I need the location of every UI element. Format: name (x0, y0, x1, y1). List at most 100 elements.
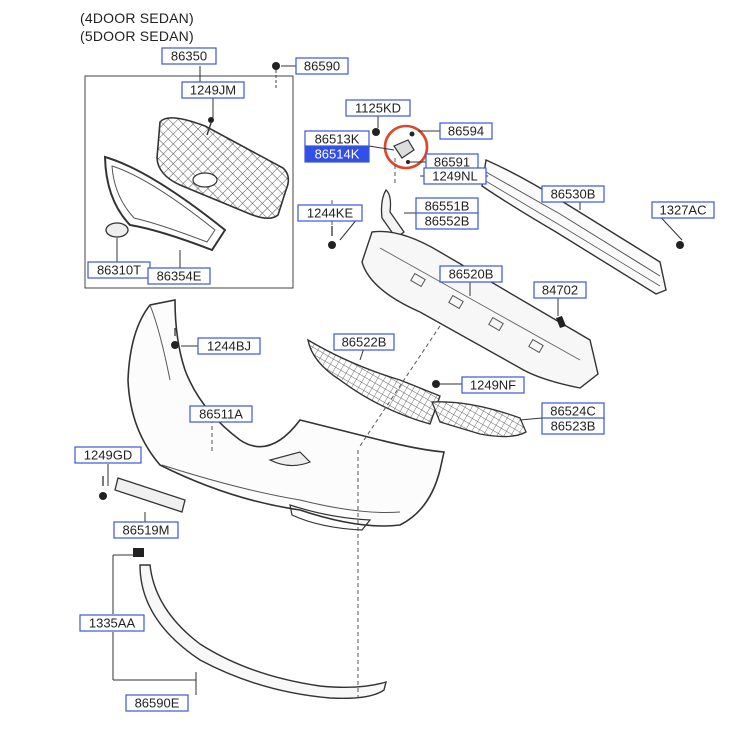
clip-84702 (556, 316, 566, 328)
part-label-box (161, 47, 217, 65)
part-label-86513k: 86513K (304, 130, 370, 148)
part-label-86524c: 86524C (541, 402, 605, 420)
part-label-86519m: 86519M (113, 521, 179, 539)
part-label-box (295, 57, 349, 75)
alignment-lines (211, 158, 441, 698)
part-label-86511a: 86511A (189, 405, 253, 423)
part-label-box (333, 333, 395, 351)
part-label-1249nl: 1249NL (423, 167, 487, 185)
part-label-box (181, 81, 245, 99)
part-label-text: 1327AC (660, 203, 707, 218)
back-beam-part (481, 158, 667, 295)
part-label-text: 1125KD (355, 101, 401, 116)
part-label-box (439, 265, 503, 283)
part-label-box (189, 405, 253, 423)
part-label-86590: 86590 (295, 57, 349, 75)
screw-1249jm (206, 117, 214, 136)
side-bracket-part (380, 189, 405, 239)
part-label-text: 1249NF (470, 378, 516, 393)
part-label-text: 86591 (434, 155, 470, 170)
part-label-text: 86590E (135, 696, 180, 711)
part-label-1327ac: 1327AC (651, 201, 715, 219)
part-label-box (79, 614, 145, 632)
clip-1335aa (133, 548, 144, 557)
part-label-text: 86551B (425, 199, 470, 214)
grille-frame-part (103, 155, 227, 252)
part-label-text: 86520B (449, 267, 494, 282)
fog-cover-part (431, 401, 527, 438)
variant-header-4door: (4DOOR SEDAN) (80, 10, 194, 26)
part-label-text: 1244BJ (207, 339, 251, 354)
part-label-86514k: 86514K (304, 145, 370, 163)
part-label-box (651, 201, 715, 219)
bolt-1244ke (328, 226, 336, 249)
part-label-text: 1244KE (307, 206, 354, 221)
part-label-text: 1249GD (84, 448, 132, 463)
part-label-text: 86530B (551, 187, 596, 202)
lower-grille-part (307, 338, 441, 425)
part-label-text: 86514K (315, 147, 360, 162)
part-label-86551b: 86551B (415, 197, 479, 215)
part-label-86523b: 86523B (541, 417, 605, 435)
part-label-1249jm: 1249JM (181, 81, 245, 99)
part-label-86310t: 86310T (87, 261, 151, 279)
part-label-1249nf: 1249NF (461, 376, 525, 394)
part-label-1244bj: 1244BJ (197, 337, 261, 355)
energy-absorber-part (361, 230, 599, 389)
grille-group-box (84, 75, 294, 289)
bolt-1249nf (432, 380, 440, 388)
clip-86590 (272, 62, 280, 88)
part-label-box (415, 212, 479, 230)
emblem-part (105, 222, 129, 238)
part-label-box (541, 185, 605, 203)
part-label-box (125, 694, 189, 712)
part-label-box (113, 521, 179, 539)
part-label-text: 86350 (171, 49, 207, 64)
part-label-86552b: 86552B (415, 212, 479, 230)
part-label-1244ke: 1244KE (297, 204, 363, 222)
callout-circle (383, 124, 429, 170)
part-label-text: 1335AA (89, 616, 136, 631)
part-label-84702: 84702 (533, 281, 587, 299)
radiator-grille-part (156, 117, 290, 220)
part-label-text: 86524C (550, 404, 596, 419)
part-label-1335aa: 1335AA (79, 614, 145, 632)
lip-spoiler-part (139, 564, 387, 700)
part-label-box (423, 167, 487, 185)
part-label-86591: 86591 (425, 153, 479, 171)
part-label-86590e: 86590E (125, 694, 189, 712)
part-label-box (461, 376, 525, 394)
variant-header-5door: (5DOOR SEDAN) (80, 28, 194, 44)
part-label-box (533, 281, 587, 299)
part-label-text: 86354E (157, 269, 202, 284)
part-label-86530b: 86530B (541, 185, 605, 203)
part-label-text: 1249JM (190, 83, 236, 98)
part-label-box (197, 337, 261, 355)
part-label-86522b: 86522B (333, 333, 395, 351)
part-label-text: 86523B (551, 419, 596, 434)
part-label-text: 86594 (448, 124, 484, 139)
part-label-box (345, 99, 411, 117)
part-label-86350: 86350 (161, 47, 217, 65)
part-label-86594: 86594 (439, 122, 493, 140)
part-label-1125kd: 1125KD (345, 99, 411, 117)
part-label-box (304, 145, 370, 163)
bolt-1244bj (171, 328, 179, 349)
bracket-clip-parts (372, 128, 415, 164)
part-label-box (541, 417, 605, 435)
part-label-text: 86552B (425, 214, 470, 229)
part-label-box (74, 446, 142, 464)
part-label-86520b: 86520B (439, 265, 503, 283)
nut-1327ac (676, 241, 684, 249)
part-label-text: 1249NL (432, 169, 478, 184)
part-label-box (297, 204, 363, 222)
part-label-86354e: 86354E (147, 267, 211, 285)
part-label-text: 86522B (342, 335, 387, 350)
part-label-box (147, 267, 211, 285)
part-label-text: 86513K (315, 132, 360, 147)
part-label-box (439, 122, 493, 140)
part-label-text: 86310T (97, 263, 141, 278)
